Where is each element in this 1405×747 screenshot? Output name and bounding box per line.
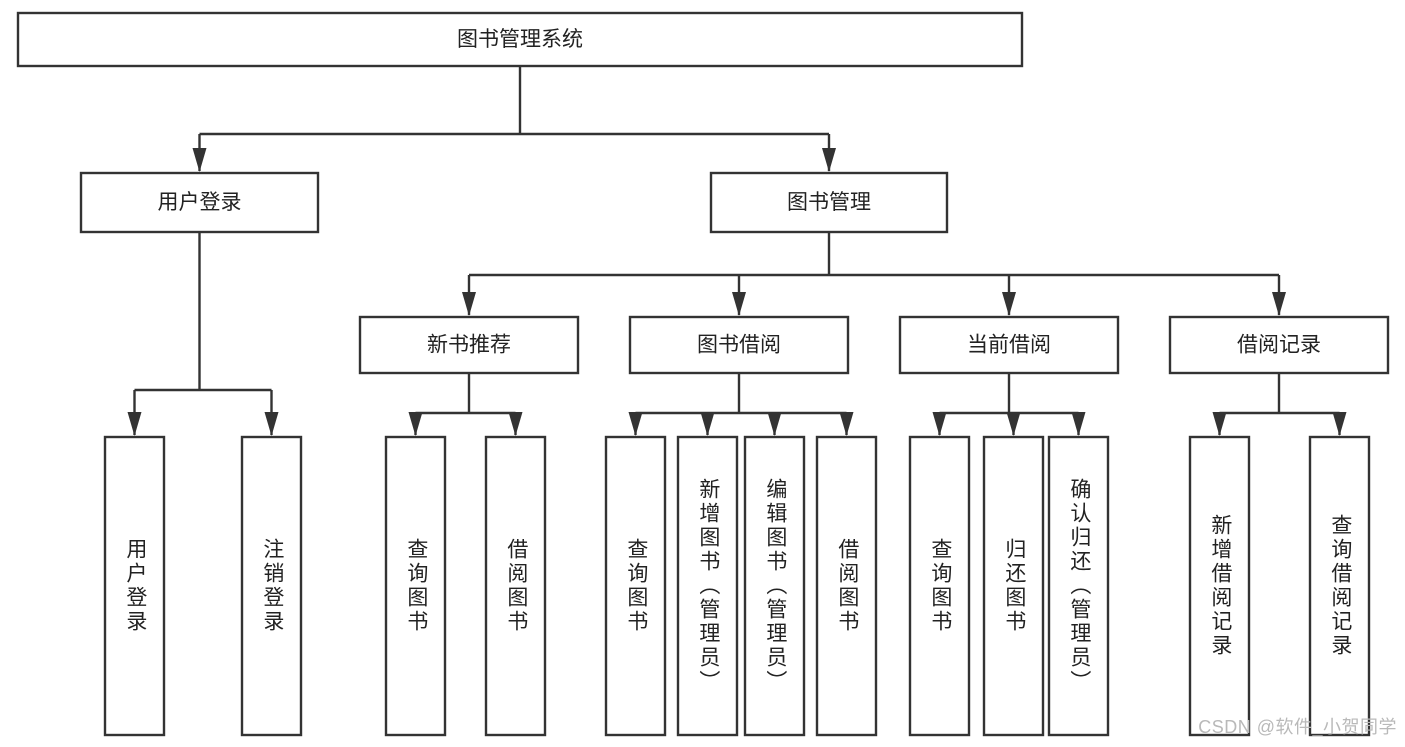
arrow-head-leaf-4 [628,412,643,436]
node-level3-3-label: 借阅记录 [1237,334,1321,357]
arrow-head-level3-0 [462,292,476,316]
node-leaf-3 [484,435,547,737]
node-leaf-8 [908,435,971,737]
arrow-head-leaf-5 [700,412,715,436]
node-leaf-6 [743,435,806,737]
node-level3-2-label: 当前借阅 [967,334,1051,357]
arrow-head-leaf-0 [127,412,142,436]
node-leaf-10 [1047,435,1110,737]
arrow-head-leaf-6 [767,412,782,436]
node-level3-2 [898,315,1120,375]
node-boxes [16,11,1390,737]
node-level3-0-label: 新书推荐 [427,334,511,357]
arrow-head-leaf-2 [408,412,423,436]
node-level3-1-label: 图书借阅 [697,334,781,357]
arrow-head-leaf-10 [1071,412,1086,436]
arrow-head-leaf-8 [932,412,947,436]
arrow-head-leaf-3 [508,412,523,436]
arrow-head-leaf-7 [839,412,854,436]
arrow-head-level2-0 [192,148,207,172]
node-level3-1 [628,315,850,375]
arrow-head-level3-3 [1272,292,1286,316]
connector-lines [127,66,1347,436]
node-root [16,11,1024,68]
node-leaf-7 [815,435,878,737]
node-leaf-2 [384,435,447,737]
arrow-head-level2-1 [822,148,836,172]
node-leaf-5 [676,435,739,737]
node-leaf-9 [982,435,1045,737]
arrow-head-leaf-12 [1332,412,1347,436]
node-level2-1 [709,171,949,234]
arrow-head-leaf-11 [1212,412,1227,436]
node-leaf-11 [1188,435,1251,737]
arrow-head-leaf-9 [1006,412,1021,436]
node-level2-0-label: 用户登录 [158,191,242,214]
node-leaf-4 [604,435,667,737]
node-root-label: 图书管理系统 [457,28,583,51]
node-level2-0 [79,171,320,234]
arrow-head-level3-2 [1002,292,1016,316]
node-leaf-1 [240,435,303,737]
node-level2-1-label: 图书管理 [787,191,871,214]
node-leaf-12 [1308,435,1371,737]
node-leaf-0 [103,435,166,737]
node-level3-0 [358,315,580,375]
node-level3-3 [1168,315,1390,375]
arrow-head-leaf-1 [264,412,279,436]
arrow-head-level3-1 [732,292,746,316]
watermark-text: CSDN @软件_小贺同学 [1198,717,1397,737]
